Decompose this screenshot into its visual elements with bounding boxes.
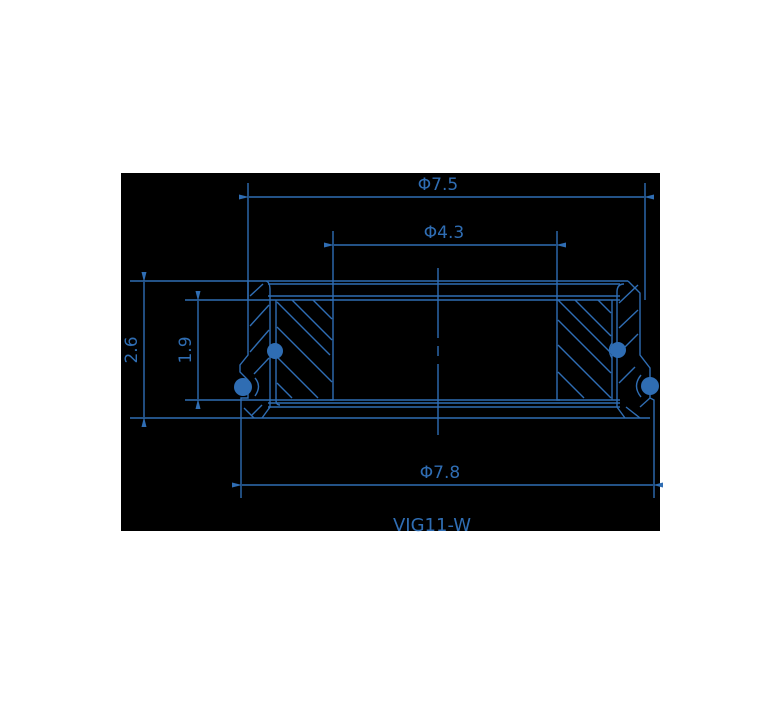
dimension-inner-height: 1.9	[176, 291, 268, 409]
dim-label-outer-top: Φ7.5	[418, 175, 458, 195]
dim-label-total-height: 2.6	[122, 336, 142, 363]
dimension-total-height: 2.6	[122, 272, 250, 427]
dimension-outer-bottom: Φ7.8	[232, 418, 663, 498]
dim-label-inner: Φ4.3	[424, 223, 464, 243]
ball-left-upper	[267, 343, 283, 359]
part-number-label: VIG11-W	[393, 515, 471, 536]
bearing-section	[234, 268, 659, 435]
dimension-inner: Φ4.3	[324, 223, 566, 300]
dim-label-outer-bottom: Φ7.8	[420, 463, 460, 483]
ball-right-upper	[610, 342, 626, 358]
dimension-outer-top: Φ7.5	[239, 175, 654, 300]
dim-label-inner-height: 1.9	[176, 336, 196, 363]
ball-right-lower	[641, 377, 659, 395]
ball-left-lower	[234, 378, 252, 396]
drawing-panel	[121, 173, 660, 531]
